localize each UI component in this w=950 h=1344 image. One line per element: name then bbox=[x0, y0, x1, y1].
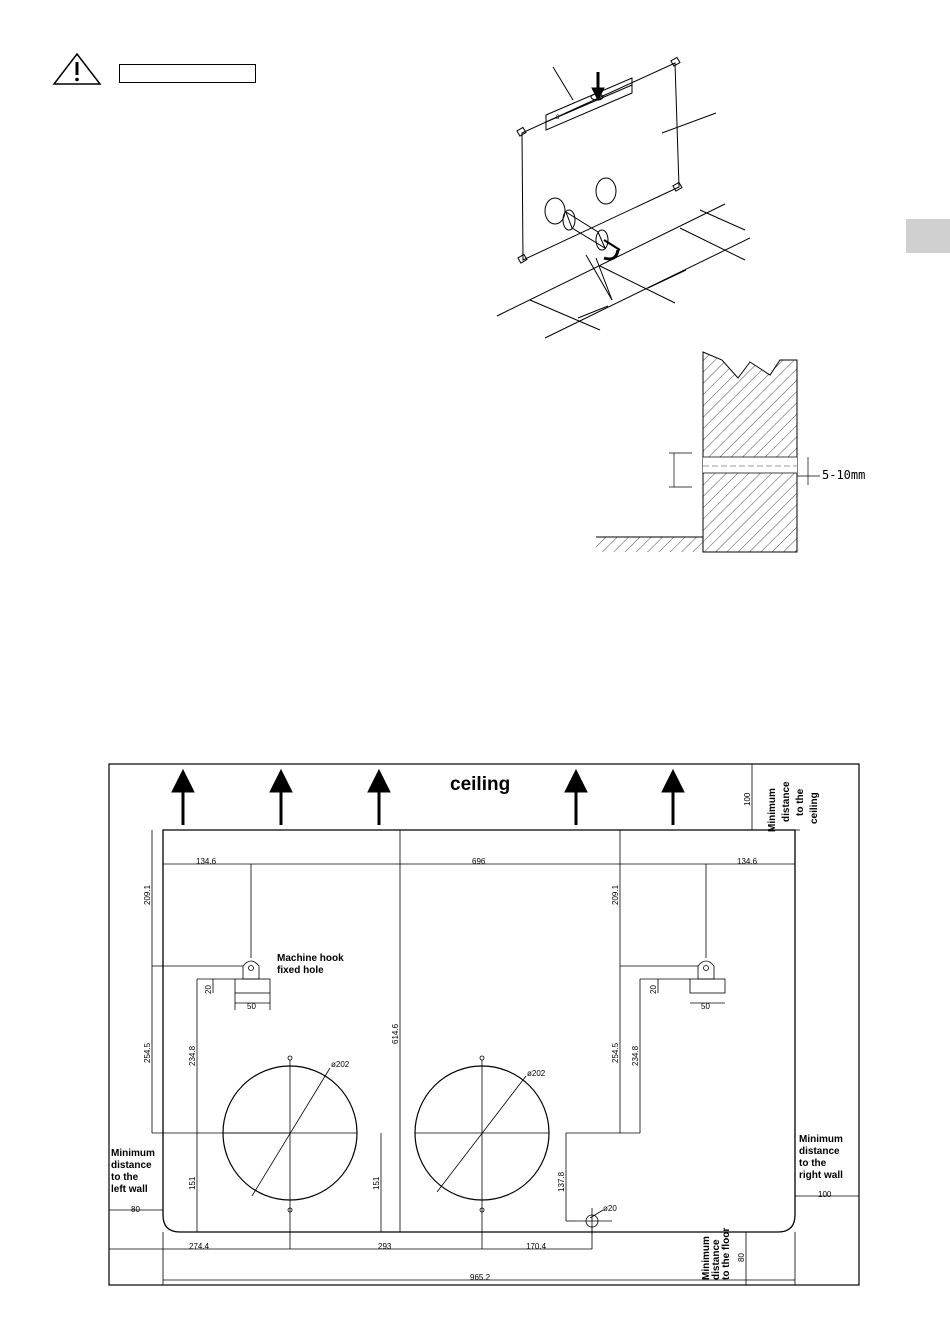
dim-100-right: 100 bbox=[818, 1190, 832, 1199]
dim-80-floor: 80 bbox=[737, 1253, 746, 1262]
min-floor-line3: to the floor bbox=[721, 1228, 732, 1280]
dim-293: 293 bbox=[378, 1242, 392, 1251]
min-left-line2: distance bbox=[111, 1160, 152, 1171]
min-left-line3: to the bbox=[111, 1172, 139, 1183]
min-ceiling-line1: Minimum bbox=[767, 788, 778, 832]
dim-170: 170.4 bbox=[526, 1242, 547, 1251]
min-right-line1: Minimum bbox=[799, 1134, 843, 1145]
ceiling-label: ceiling bbox=[450, 774, 510, 795]
dim-209-right: 209.1 bbox=[611, 884, 620, 905]
hook-label-line1: Machine hook bbox=[277, 953, 344, 964]
dim-80-left: 80 bbox=[131, 1205, 140, 1214]
svg-text:8: 8 bbox=[556, 115, 560, 121]
dim-274: 274.4 bbox=[189, 1242, 210, 1251]
dim-254-right: 254.5 bbox=[611, 1042, 620, 1063]
installation-template: ceiling 100 209.1 209.1 20 20 254.5 254.… bbox=[108, 763, 860, 1286]
min-right-line2: distance bbox=[799, 1146, 840, 1157]
warning-icon bbox=[52, 52, 102, 85]
dim-254-left: 254.5 bbox=[143, 1042, 152, 1063]
min-left-line4: left wall bbox=[111, 1184, 148, 1195]
dim-dia-left: ø202 bbox=[331, 1060, 350, 1069]
dim-100-top: 100 bbox=[743, 792, 752, 806]
dim-50-right: 50 bbox=[701, 1002, 710, 1011]
min-floor-line1: Minimum bbox=[701, 1236, 712, 1280]
dim-134-right: 134.6 bbox=[737, 857, 758, 866]
min-floor-line2: distance bbox=[711, 1239, 722, 1280]
section-tab bbox=[906, 219, 950, 253]
wall-gap-detail: 5-10mm bbox=[596, 351, 865, 553]
hook-label-line2: fixed hole bbox=[277, 965, 324, 976]
dim-151-left: 151 bbox=[188, 1176, 197, 1190]
dim-234-left: 234.8 bbox=[188, 1045, 197, 1066]
dim-50-left: 50 bbox=[247, 1002, 256, 1011]
dim-20-right: 20 bbox=[649, 985, 658, 994]
dim-696: 696 bbox=[472, 857, 486, 866]
warning-label-box bbox=[119, 64, 256, 83]
dim-dia-right: ø202 bbox=[527, 1069, 546, 1078]
min-ceiling-line2: distance bbox=[781, 781, 792, 822]
dim-234-right: 234.8 bbox=[631, 1045, 640, 1066]
dim-614: 614.6 bbox=[391, 1023, 400, 1044]
dim-dia-small: ø20 bbox=[603, 1204, 617, 1213]
dim-20-left: 20 bbox=[204, 985, 213, 994]
dim-137: 137.8 bbox=[557, 1171, 566, 1192]
dim-151-mid: 151 bbox=[372, 1176, 381, 1190]
min-right-line4: right wall bbox=[799, 1170, 843, 1181]
min-right-line3: to the bbox=[799, 1158, 827, 1169]
min-left-line1: Minimum bbox=[111, 1148, 155, 1159]
min-ceiling-line3: to the bbox=[795, 788, 806, 816]
installation-illustration: 8 bbox=[496, 56, 750, 339]
dim-134-left: 134.6 bbox=[196, 857, 217, 866]
min-ceiling-line4: ceiling bbox=[809, 792, 820, 824]
gap-label: 5-10mm bbox=[822, 468, 865, 482]
dim-209-left: 209.1 bbox=[143, 884, 152, 905]
dim-965: 965.2 bbox=[470, 1273, 491, 1282]
